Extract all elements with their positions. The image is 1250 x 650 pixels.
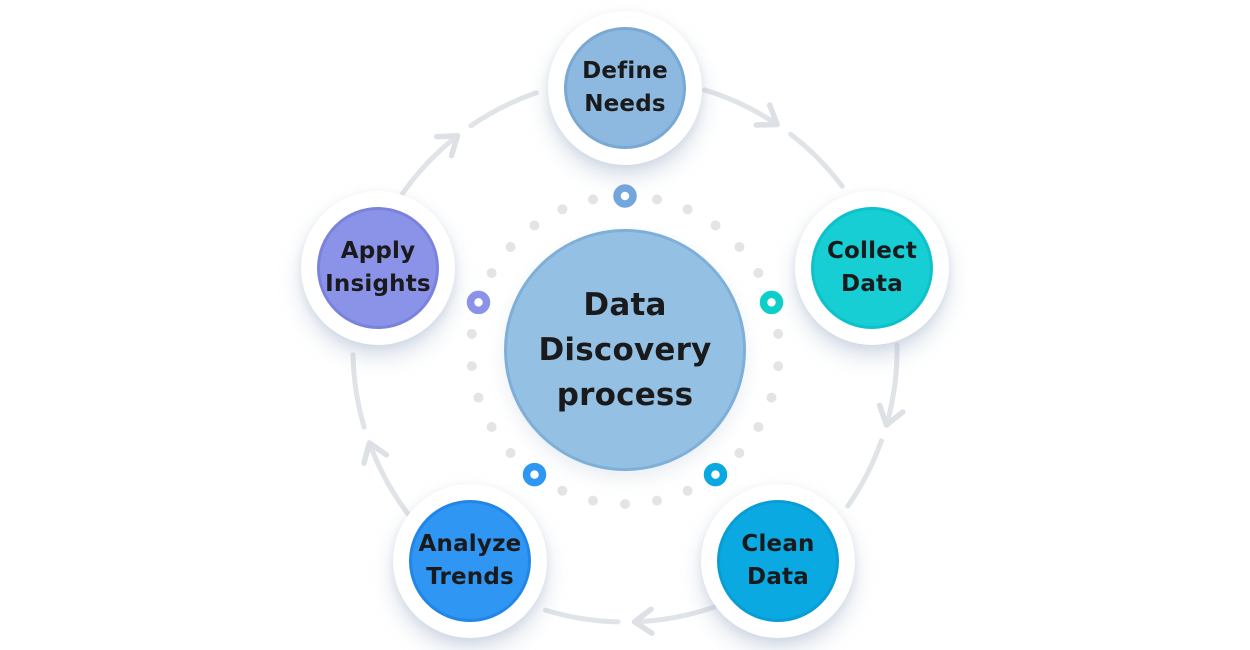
dotted-ring-dot [473,392,484,403]
node-apply-insights: Apply Insights [301,191,455,345]
node-analyze-trends: Analyze Trends [393,484,547,638]
dotted-ring-dot [773,361,784,372]
node-define-needs-circle [564,27,686,149]
dotted-ring-dot [620,499,630,509]
node-define-needs-label: Define Needs [525,55,725,121]
node-label-line: Define [582,58,668,84]
center-title-line: Discovery [538,331,712,368]
node-label-line: Apply [340,238,416,264]
flow-arc-collect-to-clean-tail [845,438,884,509]
dotted-ring-dot [734,448,745,458]
node-label-line: Clean [741,531,815,557]
node-clean-data: Clean Data [701,484,855,638]
ring-marker-define-needs [613,184,637,208]
flow-arc-define-to-collect-tail [788,131,845,189]
node-collect-data: Collect Data [795,191,949,345]
node-clean-data-circle [717,500,839,622]
dotted-circle [466,194,784,509]
node-label-line: Collect [826,238,918,264]
dotted-ring-dot [486,268,497,278]
node-label-line: Insights [325,271,431,297]
dotted-ring-dot [505,242,516,252]
center-title: Data Discovery process [538,283,711,418]
node-analyze-trends-label: Analyze Trends [370,528,570,594]
ring-marker-apply-insights [466,290,491,315]
dotted-ring-dot [682,485,693,496]
ring-markers [466,184,784,487]
flow-arc-collect-to-clean [876,342,906,428]
node-label-line: Trends [426,564,514,590]
dotted-ring-dot [486,422,497,432]
ring-marker-analyze-trends [522,462,547,487]
node-label-line: Data [841,271,903,297]
dotted-ring-dot [588,194,598,205]
dotted-ring-dot [557,204,568,215]
node-clean-data-label: Clean Data [678,528,878,594]
node-label-line: Needs [584,91,666,117]
flow-arcs [350,87,906,636]
flow-arc-clean-to-analyze-tail [543,607,621,625]
node-apply-insights-label: Apply Insights [278,235,478,301]
dotted-ring-dot [710,220,721,231]
dotted-ring-dot [734,242,745,252]
dotted-ring-dot [588,495,598,506]
dotted-ring-dot [652,194,662,205]
center-title-line: Data [583,286,667,323]
dotted-ring-dot [466,361,477,372]
flow-arc-apply-to-define [399,132,461,197]
ring-marker-collect-data [759,290,784,315]
dotted-ring-dot [529,220,540,231]
node-collect-data-circle [811,207,933,329]
flow-arc-define-to-collect [702,87,780,128]
flow-arc-analyze-to-apply [361,440,411,517]
dotted-ring-dot [682,204,693,215]
flow-arc-analyze-to-apply-tail [350,352,367,430]
dotted-ring-dot [466,328,477,339]
dotted-ring-dot [753,422,764,432]
node-label-line: Analyze [418,531,522,557]
dotted-ring-dot [652,495,662,506]
ring-marker-clean-data [703,462,728,487]
dotted-ring-dot [773,328,784,339]
dotted-ring-dot [557,485,568,496]
dotted-ring-dot [753,268,764,278]
node-define-needs: Define Needs [548,11,702,165]
node-label-line: Data [747,564,809,590]
flow-arc-apply-to-define-tail [468,90,539,129]
center-circle: Data Discovery process [504,229,746,471]
flow-arc-clean-to-analyze [631,604,717,636]
dotted-ring-dot [505,448,516,458]
node-analyze-trends-circle [409,500,531,622]
dotted-ring-dot [766,392,777,403]
node-collect-data-label: Collect Data [772,235,972,301]
center-title-line: process [556,376,694,413]
node-apply-insights-circle [317,207,439,329]
